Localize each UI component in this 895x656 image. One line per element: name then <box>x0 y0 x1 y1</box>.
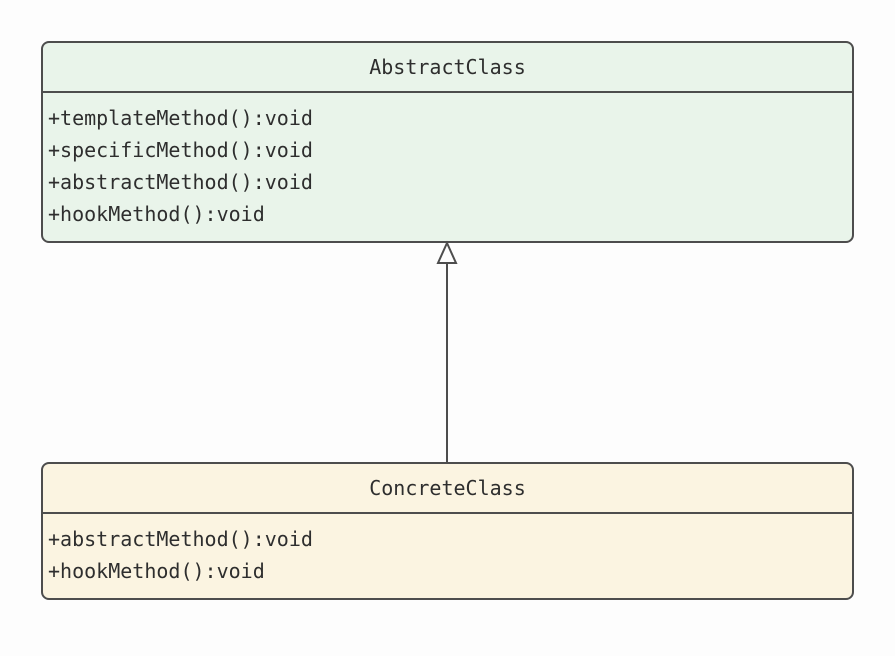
class-title-abstractclass: AbstractClass <box>43 43 852 93</box>
method-label: +abstractMethod():void <box>48 170 313 194</box>
inheritance-triangle-icon <box>436 240 458 264</box>
class-name-label: ConcreteClass <box>369 476 526 500</box>
method-label: +hookMethod():void <box>48 559 265 583</box>
method-label: +specificMethod():void <box>48 138 313 162</box>
class-node-concreteclass: ConcreteClass +abstractMethod():void +ho… <box>41 462 854 600</box>
class-members-concreteclass: +abstractMethod():void +hookMethod():voi… <box>43 514 852 598</box>
class-title-concreteclass: ConcreteClass <box>43 464 852 514</box>
class-name-label: AbstractClass <box>369 55 526 79</box>
class-node-abstractclass: AbstractClass +templateMethod():void +sp… <box>41 41 854 243</box>
method-label: +hookMethod():void <box>48 202 265 226</box>
class-members-abstractclass: +templateMethod():void +specificMethod()… <box>43 93 852 241</box>
method-label: +templateMethod():void <box>48 106 313 130</box>
method-label: +abstractMethod():void <box>48 527 313 551</box>
